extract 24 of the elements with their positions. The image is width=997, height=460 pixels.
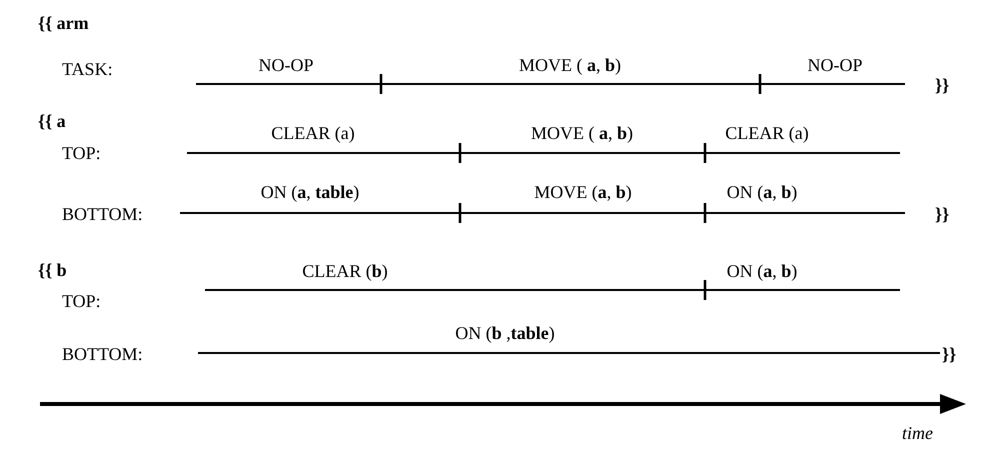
row-label: TOP: [62, 290, 101, 312]
state-label: MOVE ( a, b) [519, 54, 621, 76]
closing-brace: }} [942, 343, 956, 365]
closing-brace: }} [935, 203, 950, 225]
state-label: NO-OP [808, 54, 862, 76]
row-label: BOTTOM: [62, 203, 143, 225]
state-label: CLEAR (a) [271, 122, 355, 144]
group-heading: {{ a [38, 110, 66, 132]
row-label: BOTTOM: [62, 343, 143, 365]
state-label: ON (a, b) [726, 181, 798, 203]
state-label: ON (a, table) [260, 181, 360, 203]
row-label: TASK: [62, 58, 113, 80]
axis-label: time [902, 422, 933, 444]
group-heading: {{ arm [38, 12, 89, 34]
state-label: MOVE (a, b) [534, 181, 632, 203]
state-label: CLEAR (b) [302, 260, 388, 282]
state-label: ON (b ,table) [455, 322, 555, 344]
state-label: MOVE ( a, b) [531, 122, 633, 144]
state-label: NO-OP [258, 54, 314, 76]
closing-brace: }} [935, 74, 950, 96]
state-label: ON (a, b) [726, 260, 798, 282]
group-heading: {{ b [38, 259, 67, 281]
state-label: CLEAR (a) [725, 122, 809, 144]
row-label: TOP: [62, 142, 101, 164]
